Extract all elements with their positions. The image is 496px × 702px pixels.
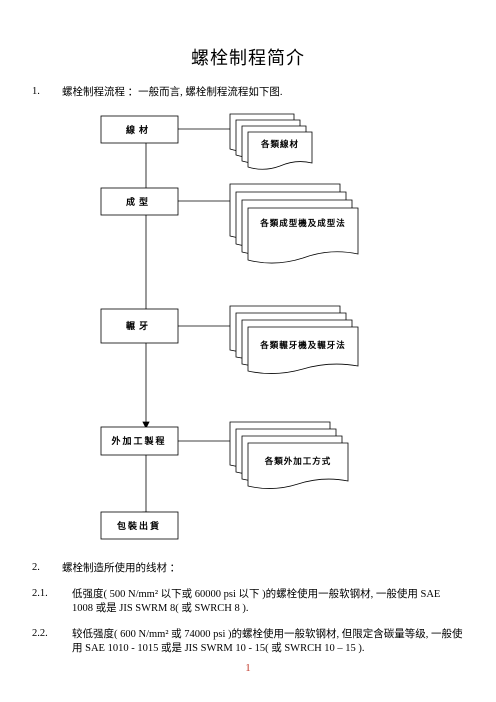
page-number: 1	[245, 662, 251, 674]
item-2-1-number: 2.1.	[32, 588, 48, 599]
arrow-down-3	[142, 421, 150, 429]
section-2-text: 螺栓制造所使用的线材 ：	[62, 563, 181, 574]
item-2-2-line-1: 较低强度( 600 N/mm² 或 74000 psi )的螺栓使用一般软钢材,…	[72, 629, 463, 640]
step-box-wire	[100, 115, 179, 144]
item-2-2-number: 2.2.	[32, 628, 48, 639]
doc-label-wire: 各類線材	[260, 139, 299, 150]
step-box-forming	[100, 187, 179, 216]
step-box-rolling	[100, 308, 179, 344]
item-2-1-line-1: 低强度( 500 N/mm² 以下或 60000 psi 以下 )的螺栓使用一般…	[72, 589, 441, 600]
doc-label-rolling: 各類輾牙機及輾牙法	[259, 340, 346, 351]
step-box-secondary	[100, 426, 179, 456]
doc-stack-wire	[229, 113, 313, 170]
section-2-number: 2.	[32, 562, 40, 573]
item-2-1-line-2: 1008 或是 JIS SWRM 8( 或 SWRCH 8 ).	[72, 603, 249, 614]
doc-stack-rolling	[229, 305, 359, 374]
step-label-secondary: 外加工製程	[110, 435, 166, 447]
doc-label-forming: 各類成型機及成型法	[259, 218, 346, 229]
step-label-packing: 包裝出貨	[116, 520, 161, 532]
section-1-text: 螺栓制程流程 ：一般而言, 螺栓制程流程如下图.	[62, 87, 283, 98]
section-1-number: 1.	[32, 86, 40, 97]
page-title: 螺栓制程简介	[191, 48, 305, 68]
doc-stack-secondary	[229, 421, 349, 489]
step-label-forming: 成型	[126, 196, 152, 208]
doc-stack-forming	[229, 183, 359, 264]
step-box-packing	[100, 511, 179, 540]
item-2-2-line-2: 用 SAE 1010 - 1015 或是 JIS SWRM 10 - 15( 或…	[72, 643, 365, 654]
step-label-rolling: 輾牙	[126, 320, 152, 332]
doc-label-secondary: 各類外加工方式	[264, 456, 332, 467]
step-label-wire: 線材	[126, 124, 152, 136]
